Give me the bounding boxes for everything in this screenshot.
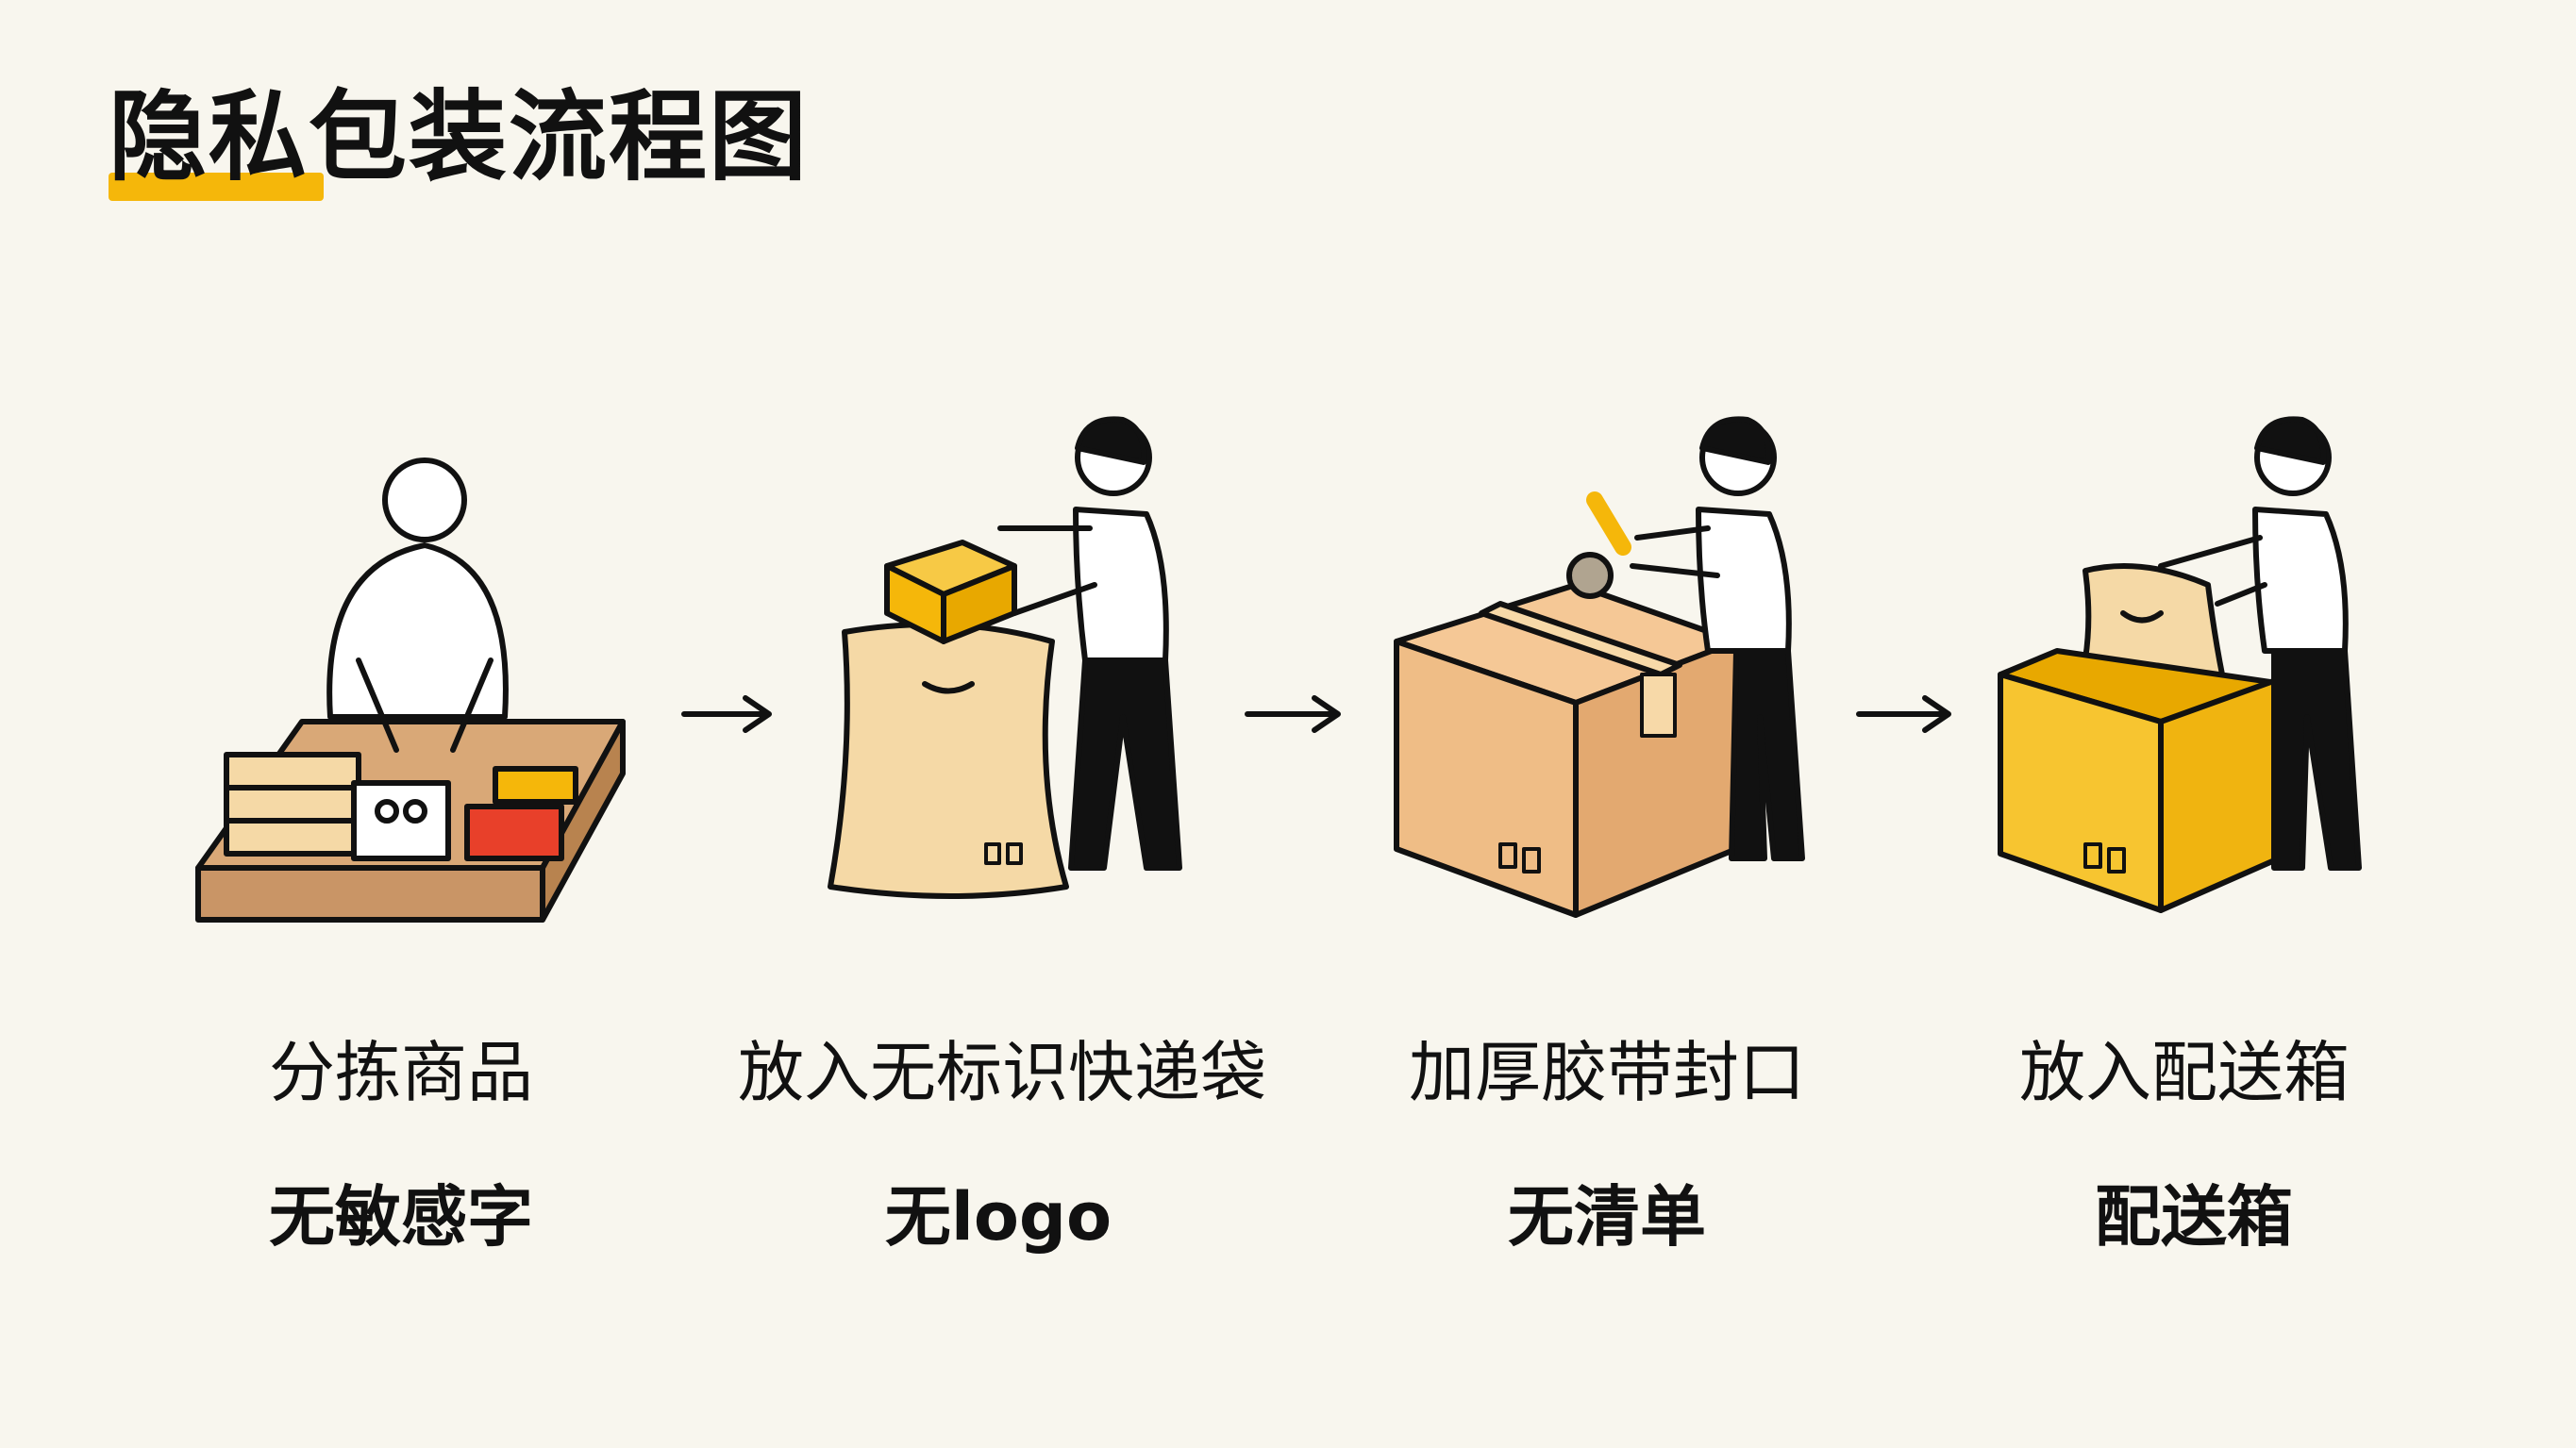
arrow-icon xyxy=(681,695,772,733)
step-3-note: 无清单 xyxy=(1508,1178,1706,1256)
step-2-note: 无logo xyxy=(884,1178,1112,1256)
step-4-note: 配送箱 xyxy=(2095,1178,2293,1256)
step-2-label: 放入无标识快递袋 xyxy=(738,1034,1266,1111)
step-3-label: 加厚胶带封口 xyxy=(1409,1034,1805,1111)
page-title: 隐私包装流程图 xyxy=(109,79,810,194)
bagging-person-icon xyxy=(828,416,1182,899)
delivery-box-icon xyxy=(1998,416,2362,913)
taping-box-icon xyxy=(1394,416,1805,918)
step-1-note: 无敏感字 xyxy=(269,1178,533,1256)
step-1-label: 分拣商品 xyxy=(269,1034,533,1111)
arrow-icon xyxy=(1856,695,1951,733)
arrow-icon xyxy=(1245,695,1341,733)
title-highlight xyxy=(109,173,324,201)
sorting-person-icon xyxy=(195,458,626,923)
step-4-label: 放入配送箱 xyxy=(2019,1034,2350,1111)
title-block: 隐私包装流程图 xyxy=(109,79,810,201)
